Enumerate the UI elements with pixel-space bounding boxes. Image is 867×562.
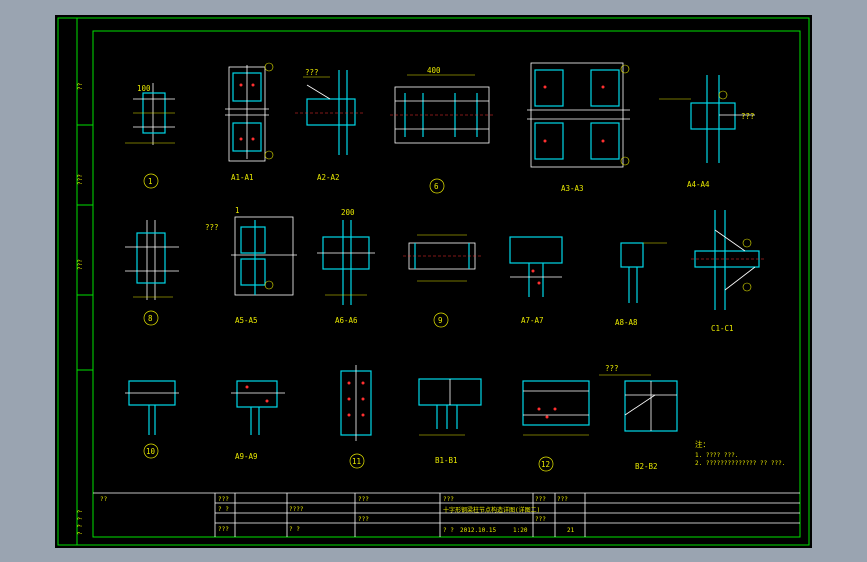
detail-a1-section xyxy=(225,62,274,162)
tb-drawing-title: 十字形钢梁柱节点构造详图(详图二) xyxy=(443,506,540,514)
detail-label: 9 xyxy=(438,316,443,325)
detail-6-beam-splice: 400 xyxy=(390,66,495,144)
detail-1-column-section: 100 xyxy=(125,83,175,145)
detail-label: B2-B2 xyxy=(635,462,658,471)
tb-sheet-number: 21 xyxy=(567,527,575,534)
tb-cell-6: ??? xyxy=(358,496,369,503)
detail-marker-9 xyxy=(433,312,449,328)
detail-marker-1 xyxy=(143,173,159,189)
detail-a7-section xyxy=(509,236,563,297)
tb-code-value: ??? xyxy=(557,496,568,503)
tb-margin: ?? xyxy=(100,496,108,503)
detail-a8-section xyxy=(620,242,667,303)
svg-text:???: ??? xyxy=(305,68,319,77)
detail-11-bolt-plate xyxy=(340,365,372,441)
detail-a6-section: 200 xyxy=(317,208,375,305)
detail-c1-section xyxy=(691,210,765,310)
margin-text-3: ??? xyxy=(77,259,84,270)
detail-label: 8 xyxy=(148,314,153,323)
detail-label: B1-B1 xyxy=(435,456,458,465)
detail-a3-section xyxy=(527,62,630,168)
svg-text:???: ??? xyxy=(605,364,619,373)
svg-text:400: 400 xyxy=(427,66,441,75)
detail-a5-section: 1 ??? xyxy=(205,206,297,296)
detail-a4-section: ??? xyxy=(659,75,755,163)
svg-text:???: ??? xyxy=(205,223,219,232)
title-block xyxy=(93,492,800,537)
detail-label: A3-A3 xyxy=(561,184,584,193)
detail-label: A9-A9 xyxy=(235,452,258,461)
detail-label: A4-A4 xyxy=(687,180,710,189)
tb-number: ? ? xyxy=(443,527,454,534)
detail-12-base-plate xyxy=(522,380,590,436)
detail-a2-section: ??? xyxy=(295,68,365,155)
tb-code-label: ??? xyxy=(535,496,546,503)
outer-frame xyxy=(57,17,810,546)
detail-marker-12 xyxy=(538,456,554,472)
detail-b1-section xyxy=(418,378,482,436)
tb-cell-3: ??? xyxy=(218,526,229,533)
svg-text:100: 100 xyxy=(137,84,151,93)
detail-a9-section xyxy=(231,380,285,435)
detail-label: A2-A2 xyxy=(317,173,340,182)
tb-sheet-label: ??? xyxy=(535,516,546,523)
detail-marker-10 xyxy=(143,443,159,459)
svg-text:200: 200 xyxy=(341,208,355,217)
margin-text-2: ??? xyxy=(77,174,84,185)
cad-drawing: ?? ??? ??? ? ? ? ? 100 1 A1-A1 ??? xyxy=(57,17,810,546)
detail-marker-6 xyxy=(429,178,445,194)
detail-label: C1-C1 xyxy=(711,324,734,333)
notes-line-1: 1. ???? ???. xyxy=(695,452,738,459)
detail-label: 11 xyxy=(352,457,361,466)
detail-marker-8 xyxy=(143,310,159,326)
inner-frame xyxy=(92,30,801,538)
detail-b2-section: ??? xyxy=(599,364,678,432)
svg-text:???: ??? xyxy=(741,112,755,121)
drawing-sheet: ?? ??? ??? ? ? ? ? 100 1 A1-A1 ??? xyxy=(55,15,812,548)
margin-text-4: ? ? ? ? xyxy=(77,509,84,535)
detail-label: A5-A5 xyxy=(235,316,258,325)
tb-cell-7: ??? xyxy=(358,516,369,523)
margin-text-1: ?? xyxy=(77,82,84,90)
detail-label: A7-A7 xyxy=(521,316,544,325)
detail-8-column-section xyxy=(125,220,179,300)
notes-title: 注： xyxy=(695,439,710,449)
tb-date: 2012.10.15 xyxy=(460,527,497,534)
detail-label: A1-A1 xyxy=(231,173,254,182)
detail-9-beam-section xyxy=(403,234,481,282)
detail-label: 6 xyxy=(434,182,439,191)
tb-cell-2: ? ? xyxy=(218,506,229,513)
detail-label: 10 xyxy=(146,447,156,456)
tb-cell-5: ? ? xyxy=(289,526,300,533)
tb-scale: 1:20 xyxy=(513,527,528,534)
svg-text:1: 1 xyxy=(235,206,240,215)
tb-cell-4: ???? xyxy=(289,506,304,513)
notes-line-2: 2. ?????????????? ?? ???. xyxy=(695,460,785,467)
detail-label: 1 xyxy=(148,177,153,186)
detail-label: A8-A8 xyxy=(615,318,638,327)
detail-marker-11 xyxy=(349,453,365,469)
detail-label: 12 xyxy=(541,460,550,469)
tb-cell-1: ??? xyxy=(218,496,229,503)
detail-10-column-section xyxy=(125,380,179,435)
detail-label: A6-A6 xyxy=(335,316,358,325)
tb-project: ??? xyxy=(443,496,454,503)
